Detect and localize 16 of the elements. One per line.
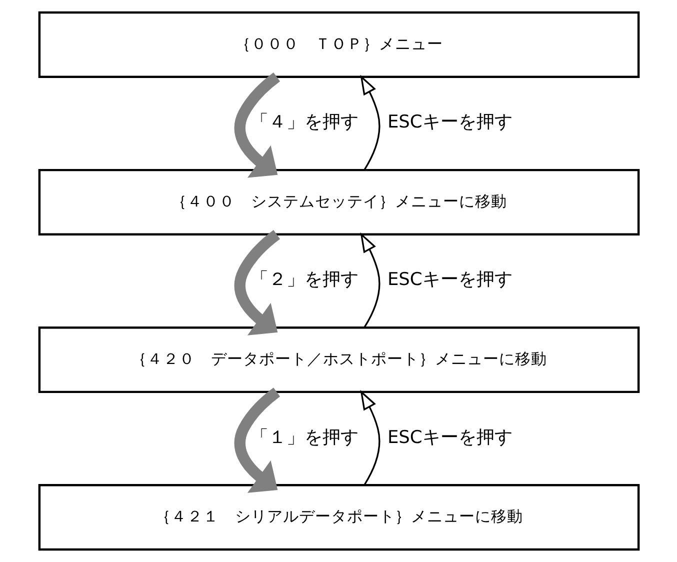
arrow bbox=[360, 74, 380, 170]
node-box: ｛４００ システムセッテイ｝メニューに移動 bbox=[38, 168, 640, 236]
arrow bbox=[234, 388, 280, 493]
arrow bbox=[234, 72, 280, 178]
node-box: ｛４２０ データポート／ホストポート｝メニューに移動 bbox=[38, 326, 640, 394]
arrow bbox=[234, 230, 280, 336]
arrow bbox=[360, 232, 380, 328]
node-box: ｛４２１ シリアルデータポート｝メニューに移動 bbox=[38, 484, 640, 551]
node-box: ｛０００ ＴＯＰ｝メニュー bbox=[38, 11, 640, 78]
edge-label: ESCキーを押す bbox=[386, 112, 512, 133]
edge-label: ESCキーを押す bbox=[386, 428, 512, 448]
edge-label: ESCキーを押す bbox=[386, 270, 512, 290]
arrow bbox=[360, 390, 380, 486]
edge-label: 「１」を押す bbox=[250, 428, 358, 448]
edge-label: 「４」を押す bbox=[250, 112, 358, 133]
edge-label: 「２」を押す bbox=[250, 270, 358, 290]
